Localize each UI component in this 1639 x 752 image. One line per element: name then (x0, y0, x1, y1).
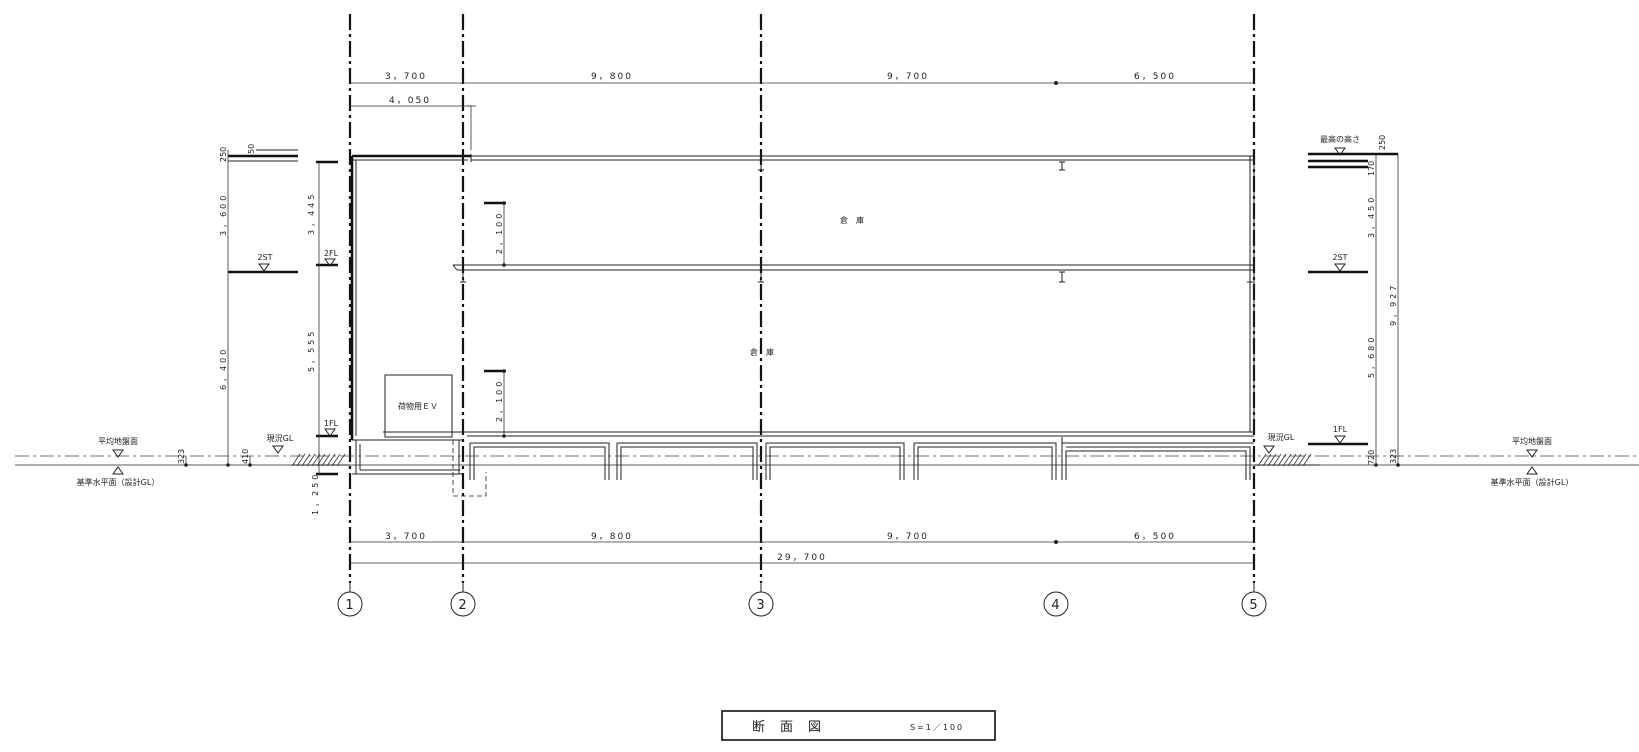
building-section (350, 154, 1255, 497)
left-level-2st: 2ST (257, 253, 272, 262)
left-h-6400: 6，400 (219, 347, 228, 390)
left-level-1fl: 1FL (324, 419, 339, 428)
earth-hatch-right (1257, 453, 1312, 467)
right-level-max: 最高の高さ (1320, 134, 1360, 144)
left-h-250: 250 (219, 147, 228, 162)
right-level-gl: 現況GL (1268, 433, 1295, 442)
left-ground-above: 平均地盤面 (98, 436, 138, 446)
bottom-span-1: 3，700 (385, 532, 427, 542)
axis-label-5: 5 (1249, 598, 1258, 613)
left-h-323: 323 (177, 449, 186, 464)
left-inner-1250: 1，250 (311, 472, 320, 515)
axis-label-1: 1 (345, 598, 354, 613)
top-dimensions (350, 81, 1254, 150)
right-h-323: 323 (1389, 449, 1398, 464)
top-span-2: 9，800 (591, 72, 633, 82)
bottom-dimensions (350, 540, 1254, 564)
room-label-upper: 倉 庫 (840, 215, 864, 225)
left-inner-410: 410 (241, 449, 250, 464)
right-ground-above: 平均地盤面 (1512, 436, 1552, 446)
left-h-3600: 3，600 (219, 193, 228, 236)
right-level-lines (1263, 147, 1538, 475)
right-h-170: 170 (1367, 161, 1376, 176)
inner-h-lower: 2，100 (495, 379, 504, 422)
axis-label-2: 2 (458, 598, 467, 613)
bottom-span-2: 9，800 (591, 532, 633, 542)
top-span-3: 9，700 (887, 72, 929, 82)
left-inner-5555: 5，555 (307, 329, 316, 372)
title-scale: S=1／100 (910, 723, 964, 732)
elevator-box (384, 374, 453, 438)
axis-circle-4 (1043, 591, 1069, 617)
right-h-720: 720 (1367, 450, 1376, 465)
ground-lines (15, 455, 1639, 466)
title-text: 断 面 図 (752, 720, 822, 735)
grid-axis-markers (337, 583, 1267, 617)
right-h-5680: 5，680 (1367, 335, 1376, 378)
left-ground-below: 基準水平面（設計GL） (77, 477, 160, 487)
grid-lines (348, 14, 1256, 583)
room-label-lower: 倉 庫 (750, 347, 774, 357)
axis-label-3: 3 (756, 598, 765, 613)
right-level-1fl: 1FL (1333, 425, 1348, 434)
top-span-4: 6，500 (1134, 72, 1176, 82)
title-block (721, 710, 996, 741)
left-level-lines (112, 149, 338, 476)
right-h-9927: 9，927 (1389, 283, 1398, 326)
left-inner-3445: 3，445 (307, 192, 316, 235)
left-level-gl: 現況GL (267, 434, 294, 443)
right-ground-below: 基準水平面（設計GL） (1491, 477, 1574, 487)
top-span-1: 3，700 (385, 72, 427, 82)
right-h-250: 250 (1378, 135, 1387, 150)
left-level-2fl: 2FL (324, 249, 339, 258)
inner-dimensions (484, 201, 506, 438)
axis-label-4: 4 (1051, 598, 1060, 613)
right-h-3450: 3，450 (1367, 195, 1376, 238)
top-roof-span: 4，050 (389, 96, 431, 106)
inner-h-upper: 2，100 (495, 211, 504, 254)
left-inner-50: 50 (247, 144, 256, 154)
right-level-2st: 2ST (1332, 253, 1347, 262)
bottom-span-3: 9，700 (887, 532, 929, 542)
bottom-total: 29，700 (777, 553, 827, 563)
elevator-label: 荷物用ＥＶ (398, 401, 438, 411)
bottom-span-4: 6，500 (1134, 532, 1176, 542)
